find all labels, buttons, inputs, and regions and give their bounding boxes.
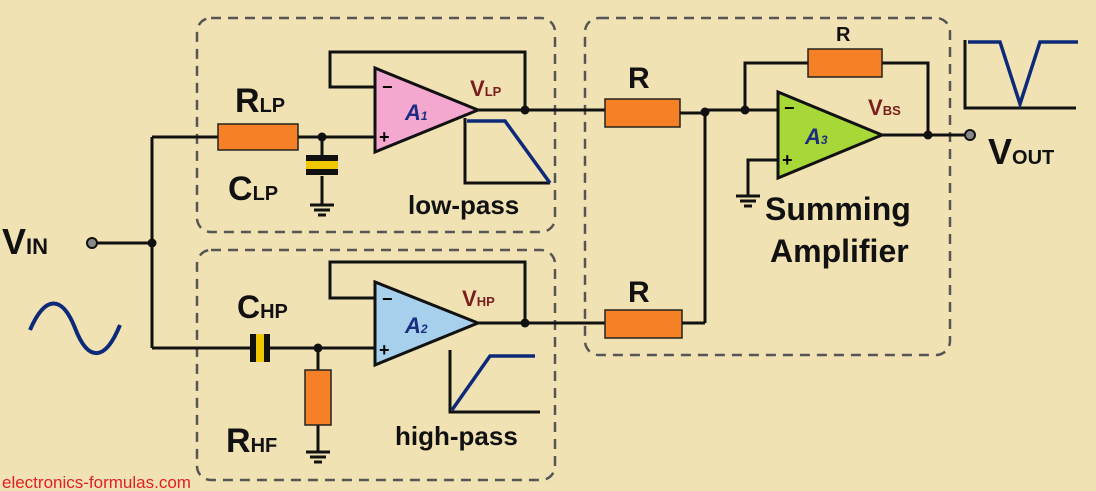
low-pass-label: low-pass — [408, 190, 519, 220]
clp-label: CLP — [228, 170, 278, 208]
sine-wave-icon — [28, 301, 122, 356]
summing-label: Summing — [765, 191, 911, 227]
r-top-label: R — [628, 62, 650, 95]
vhp-label: VHP — [462, 286, 495, 311]
watermark: electronics-formulas.com — [2, 473, 191, 491]
svg-text:−: − — [382, 77, 393, 97]
svg-text:−: − — [784, 98, 795, 118]
resistor-rhp — [304, 369, 332, 426]
capacitor-clp — [306, 137, 338, 205]
vlp-label: VLP — [470, 76, 502, 101]
ground-icon — [736, 194, 760, 208]
low-pass-response-icon — [463, 118, 552, 185]
svg-text:A2: A2 — [404, 313, 428, 338]
r-feedback-label: R — [836, 24, 851, 46]
capacitor-chp — [250, 334, 270, 362]
resistor-r-top — [604, 98, 681, 128]
rlp-label: RLP — [235, 82, 285, 120]
resistor-rlp — [217, 123, 299, 151]
resistor-r-bottom — [604, 309, 683, 339]
opamp-a1 — [373, 65, 482, 155]
chp-label: CHP — [237, 289, 288, 325]
vin-label: VIN — [2, 221, 48, 262]
ground-icon — [306, 450, 330, 464]
svg-text:A1: A1 — [404, 100, 428, 125]
svg-text:−: − — [382, 289, 393, 309]
svg-text:+: + — [379, 127, 390, 147]
resistor-r-feedback — [807, 48, 883, 78]
vout-label: VOUT — [988, 131, 1054, 172]
high-pass-section-box — [195, 248, 557, 482]
high-pass-label: high-pass — [395, 421, 518, 451]
amplifier-label: Amplifier — [770, 233, 909, 269]
vbs-label: VBS — [868, 95, 901, 120]
svg-text:+: + — [782, 150, 793, 170]
input-wiring — [86, 132, 375, 353]
vout-terminal — [964, 129, 976, 141]
low-pass-section-box — [195, 16, 557, 234]
r-bottom-label: R — [628, 276, 650, 309]
summing-section-box — [583, 16, 952, 357]
svg-text:A3: A3 — [804, 124, 828, 149]
high-pass-response-icon — [448, 350, 540, 414]
rhp-label: RHF — [226, 422, 277, 460]
svg-text:+: + — [379, 340, 390, 360]
vin-terminal — [86, 237, 98, 249]
ground-icon — [310, 203, 334, 217]
band-stop-response-icon — [963, 40, 1078, 110]
opamp-a3 — [776, 89, 886, 181]
opamp-a2 — [373, 279, 483, 368]
